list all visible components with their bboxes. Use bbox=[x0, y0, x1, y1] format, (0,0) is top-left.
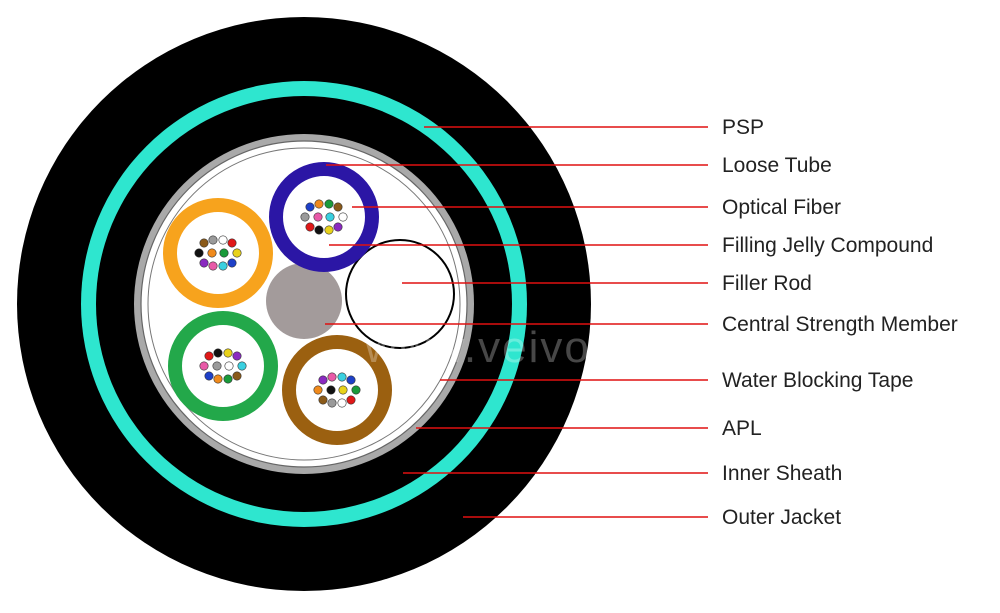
optical-fiber bbox=[199, 258, 209, 268]
label-central-strength-member: Central Strength Member bbox=[722, 313, 958, 336]
loose-tube-top bbox=[269, 162, 379, 272]
optical-fiber bbox=[199, 238, 209, 248]
optical-fiber bbox=[318, 375, 328, 385]
loose-tube-ring bbox=[163, 198, 273, 308]
optical-fiber bbox=[208, 261, 218, 271]
optical-fiber bbox=[337, 372, 347, 382]
optical-fiber bbox=[300, 212, 310, 222]
optical-fiber bbox=[346, 375, 356, 385]
optical-fiber bbox=[212, 361, 222, 371]
optical-fiber bbox=[227, 238, 237, 248]
optical-fiber bbox=[204, 351, 214, 361]
loose-tube-left bbox=[163, 198, 273, 308]
optical-fiber bbox=[199, 361, 209, 371]
loose-tube-ring bbox=[269, 162, 379, 272]
optical-fiber bbox=[219, 248, 229, 258]
label-loose-tube: Loose Tube bbox=[722, 154, 832, 177]
optical-fiber bbox=[218, 261, 228, 271]
optical-fiber bbox=[213, 348, 223, 358]
optical-fiber bbox=[346, 395, 356, 405]
optical-fiber bbox=[351, 385, 361, 395]
filler-rod bbox=[345, 239, 455, 349]
optical-fiber bbox=[208, 235, 218, 245]
optical-fiber bbox=[333, 222, 343, 232]
optical-fiber bbox=[324, 225, 334, 235]
optical-fiber bbox=[194, 248, 204, 258]
optical-fiber bbox=[223, 374, 233, 384]
optical-fiber bbox=[314, 225, 324, 235]
optical-fiber bbox=[337, 398, 347, 408]
optical-fiber bbox=[305, 222, 315, 232]
label-filler-rod: Filler Rod bbox=[722, 272, 812, 295]
optical-fiber bbox=[338, 385, 348, 395]
optical-fiber bbox=[313, 385, 323, 395]
optical-fiber bbox=[338, 212, 348, 222]
optical-fiber bbox=[213, 374, 223, 384]
label-water-blocking-tape: Water Blocking Tape bbox=[722, 369, 913, 392]
optical-fiber bbox=[305, 202, 315, 212]
optical-fiber bbox=[232, 371, 242, 381]
optical-fiber bbox=[333, 202, 343, 212]
label-outer-jacket: Outer Jacket bbox=[722, 506, 841, 529]
optical-fiber bbox=[207, 248, 217, 258]
loose-tube-bottom-left bbox=[168, 311, 278, 421]
label-optical-fiber: Optical Fiber bbox=[722, 196, 841, 219]
optical-fiber bbox=[327, 372, 337, 382]
optical-fiber bbox=[224, 361, 234, 371]
loose-tube-ring bbox=[168, 311, 278, 421]
loose-tube-ring bbox=[282, 335, 392, 445]
optical-fiber bbox=[325, 212, 335, 222]
label-inner-sheath: Inner Sheath bbox=[722, 462, 842, 485]
central-strength-member bbox=[266, 263, 342, 339]
optical-fiber bbox=[218, 235, 228, 245]
optical-fiber bbox=[237, 361, 247, 371]
optical-fiber bbox=[327, 398, 337, 408]
optical-fiber bbox=[232, 248, 242, 258]
label-psp: PSP bbox=[722, 116, 764, 139]
loose-tube-bottom-right bbox=[282, 335, 392, 445]
label-filling-jelly-compound: Filling Jelly Compound bbox=[722, 234, 933, 257]
optical-fiber bbox=[326, 385, 336, 395]
optical-fiber bbox=[313, 212, 323, 222]
optical-fiber bbox=[318, 395, 328, 405]
label-apl: APL bbox=[722, 417, 762, 440]
optical-fiber bbox=[227, 258, 237, 268]
optical-fiber bbox=[223, 348, 233, 358]
optical-fiber bbox=[232, 351, 242, 361]
optical-fiber bbox=[324, 199, 334, 209]
optical-fiber bbox=[204, 371, 214, 381]
watermark-text: www.veivot.com bbox=[364, 323, 708, 372]
optical-fiber bbox=[314, 199, 324, 209]
